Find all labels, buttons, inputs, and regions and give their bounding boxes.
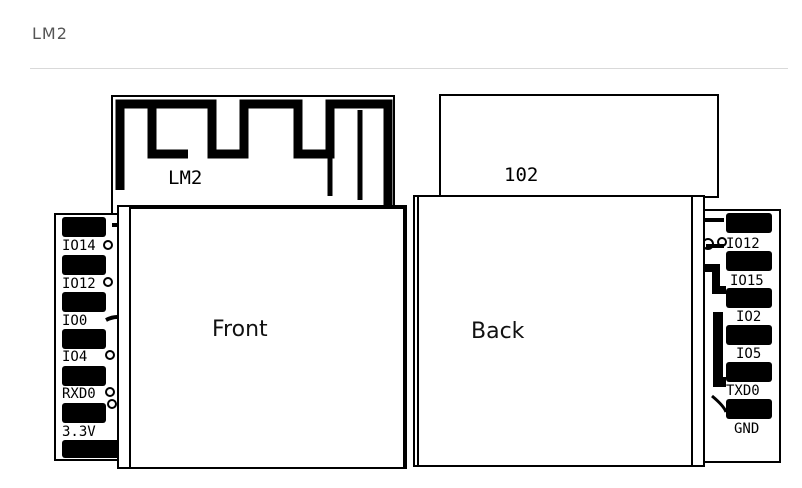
front-panel [129,207,405,469]
front-pin-label: 3.3V [62,424,96,440]
front-panel-label: Front [212,317,268,342]
front-pad [62,255,106,275]
front-pad [62,292,106,312]
back-module: 102 IO12 IO15 IO2 IO5 TXD0 GND Back [413,94,781,467]
back-pad [726,325,772,345]
back-pad [726,288,772,308]
back-pin-label: IO5 [736,346,761,362]
front-pin-label: IO0 [62,313,87,329]
back-pad [726,251,772,271]
back-pin-label: IO2 [736,309,761,325]
front-pad [62,329,106,349]
page-title: LM2 [32,24,68,43]
back-pad [726,362,772,382]
front-pad [62,217,106,237]
front-pin-label: IO4 [62,349,87,365]
front-pin-label: RXD0 [62,386,96,402]
title-divider [30,68,788,69]
back-pin-label: TXD0 [726,383,760,399]
front-pad [62,403,106,423]
back-panel-label: Back [471,319,525,344]
antenna-trace [115,99,393,206]
back-pad [726,399,772,419]
shield-label: 102 [504,164,538,186]
front-pad [62,440,122,458]
back-pad [726,213,772,233]
front-module: LM2 IO14 IO12 IO0 IO4 RXD0 3.3V Front [54,95,407,469]
antenna-label: LM2 [168,167,202,189]
back-pin-label: IO15 [730,273,764,289]
front-pad [62,366,106,386]
front-pin-label: IO14 [62,238,96,254]
back-pin-label: GND [734,421,759,437]
shield-can [439,94,719,198]
back-panel [417,195,693,467]
front-pin-label: IO12 [62,276,96,292]
back-pin-label: IO12 [726,236,760,252]
